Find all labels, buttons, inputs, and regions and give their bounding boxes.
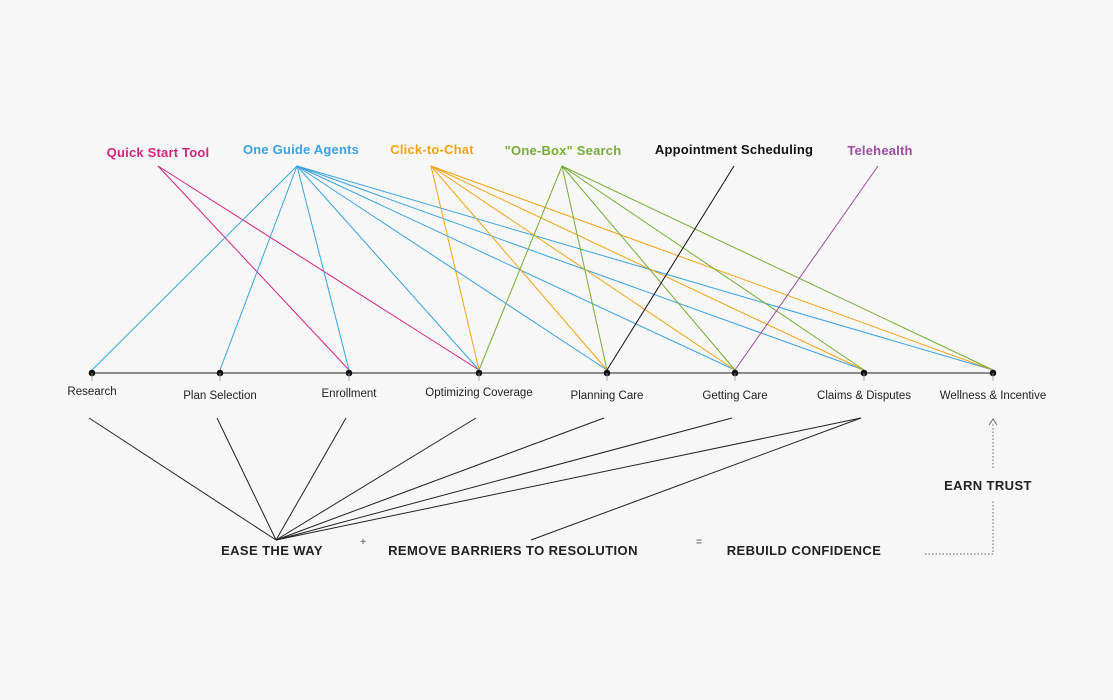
connector-ctc-wellness bbox=[430, 165, 994, 371]
connector-tel-getting bbox=[734, 165, 879, 371]
connector-obs-getting bbox=[561, 165, 736, 371]
connector-oga-optimize bbox=[296, 165, 480, 371]
outcome-link-remove-claims bbox=[530, 417, 862, 541]
feature-label-qst: Quick Start Tool bbox=[106, 145, 210, 160]
connector-aps-planning bbox=[606, 165, 735, 371]
outcome-link-ease-claims bbox=[275, 417, 862, 541]
connector-ctc-getting bbox=[430, 165, 736, 371]
connector-oga-planning bbox=[296, 165, 608, 371]
stage-label-research: Research bbox=[67, 386, 117, 398]
connector-qst-optimize bbox=[157, 165, 480, 371]
connector-qst-enroll bbox=[157, 165, 350, 371]
outcome-link-ease-optimize bbox=[275, 417, 477, 541]
connector-obs-optimize bbox=[478, 165, 563, 371]
connector-obs-claims bbox=[561, 165, 865, 371]
outcome-ease-the-way: EASE THE WAY bbox=[221, 543, 323, 558]
connector-oga-plan bbox=[219, 165, 298, 371]
stage-label-claims: Claims & Disputes bbox=[817, 390, 911, 402]
outcome-remove-barriers: REMOVE BARRIERS TO RESOLUTION bbox=[388, 543, 638, 558]
outcome-rebuild-confidence: REBUILD CONFIDENCE bbox=[726, 543, 882, 558]
feature-label-oga: One Guide Agents bbox=[242, 142, 360, 157]
stage-label-wellness: Wellness & Incentive bbox=[939, 390, 1047, 402]
outcome-link-ease-enroll bbox=[275, 417, 347, 541]
outcome-earn-trust: EARN TRUST bbox=[944, 478, 1032, 493]
connector-oga-wellness bbox=[296, 165, 994, 371]
connector-oga-research bbox=[91, 165, 298, 371]
stage-label-enroll: Enrollment bbox=[321, 388, 377, 400]
outcome-link-ease-plan bbox=[216, 417, 277, 541]
connector-ctc-claims bbox=[430, 165, 865, 371]
stage-label-getting: Getting Care bbox=[702, 390, 768, 402]
connector-oga-enroll bbox=[296, 165, 350, 371]
feature-label-ctc: Click-to-Chat bbox=[390, 142, 474, 157]
earn-trust-arrow-icon bbox=[988, 418, 998, 426]
stage-label-optimize: Optimizing Coverage bbox=[425, 387, 533, 399]
stage-label-planning: Planning Care bbox=[570, 390, 644, 402]
connector-ctc-optimize bbox=[430, 165, 480, 371]
plus-operator: + bbox=[360, 537, 366, 548]
earn-trust-path bbox=[925, 424, 994, 555]
feature-label-aps: Appointment Scheduling bbox=[654, 142, 814, 157]
stage-label-plan: Plan Selection bbox=[183, 390, 257, 402]
outcome-link-ease-planning bbox=[275, 417, 605, 541]
connector-oga-getting bbox=[296, 165, 736, 371]
connector-obs-wellness bbox=[561, 165, 994, 371]
outcome-link-ease-getting bbox=[275, 417, 733, 541]
equals-operator: = bbox=[696, 537, 702, 548]
outcome-link-ease-research bbox=[88, 417, 277, 541]
feature-label-obs: "One-Box" Search bbox=[504, 143, 622, 158]
connector-oga-claims bbox=[296, 165, 865, 371]
connector-ctc-planning bbox=[430, 165, 608, 371]
connector-obs-planning bbox=[561, 165, 608, 371]
feature-label-tel: Telehealth bbox=[847, 143, 913, 158]
